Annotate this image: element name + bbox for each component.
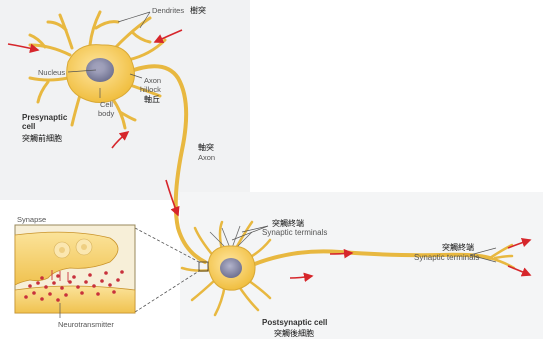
synaptic-terminals-label: Synaptic terminals	[262, 228, 327, 237]
postsynaptic-nucleus	[220, 258, 242, 278]
synapse-inset	[15, 225, 135, 313]
axon-label: Axon	[198, 153, 215, 162]
presynaptic-label-line1: Presynaptic	[22, 113, 68, 122]
right-terminals-label-zh: 突觸終端	[442, 242, 474, 252]
synapse-label: Synapse	[17, 215, 46, 224]
postsynaptic-label-zh: 突觸後細胞	[274, 328, 314, 338]
presynaptic-label-line2: cell	[22, 122, 35, 131]
cell-body-label-line2: body	[98, 109, 115, 118]
axon-hillock-label-line2: hillock	[140, 85, 161, 94]
dendrites-label: Dendrites	[152, 6, 184, 15]
cell-body-label-line1: Cell	[100, 100, 113, 109]
axon-hillock-label-zh: 軸丘	[144, 94, 160, 104]
presynaptic-label-zh: 突觸前細胞	[22, 133, 62, 143]
dendrites-label-zh: 樹突	[190, 5, 206, 15]
right-terminals-label: Synaptic terminals	[414, 253, 479, 262]
axon-hillock-label-line1: Axon	[144, 76, 161, 85]
neurotransmitter-label: Neurotransmitter	[58, 320, 114, 329]
synaptic-terminals-label-zh: 突觸終端	[272, 218, 304, 228]
nucleus-label: Nucleus	[38, 68, 65, 77]
axon-path	[128, 66, 205, 262]
axon-label-zh: 軸突	[198, 142, 214, 152]
postsynaptic-label: Postsynaptic cell	[262, 318, 327, 327]
